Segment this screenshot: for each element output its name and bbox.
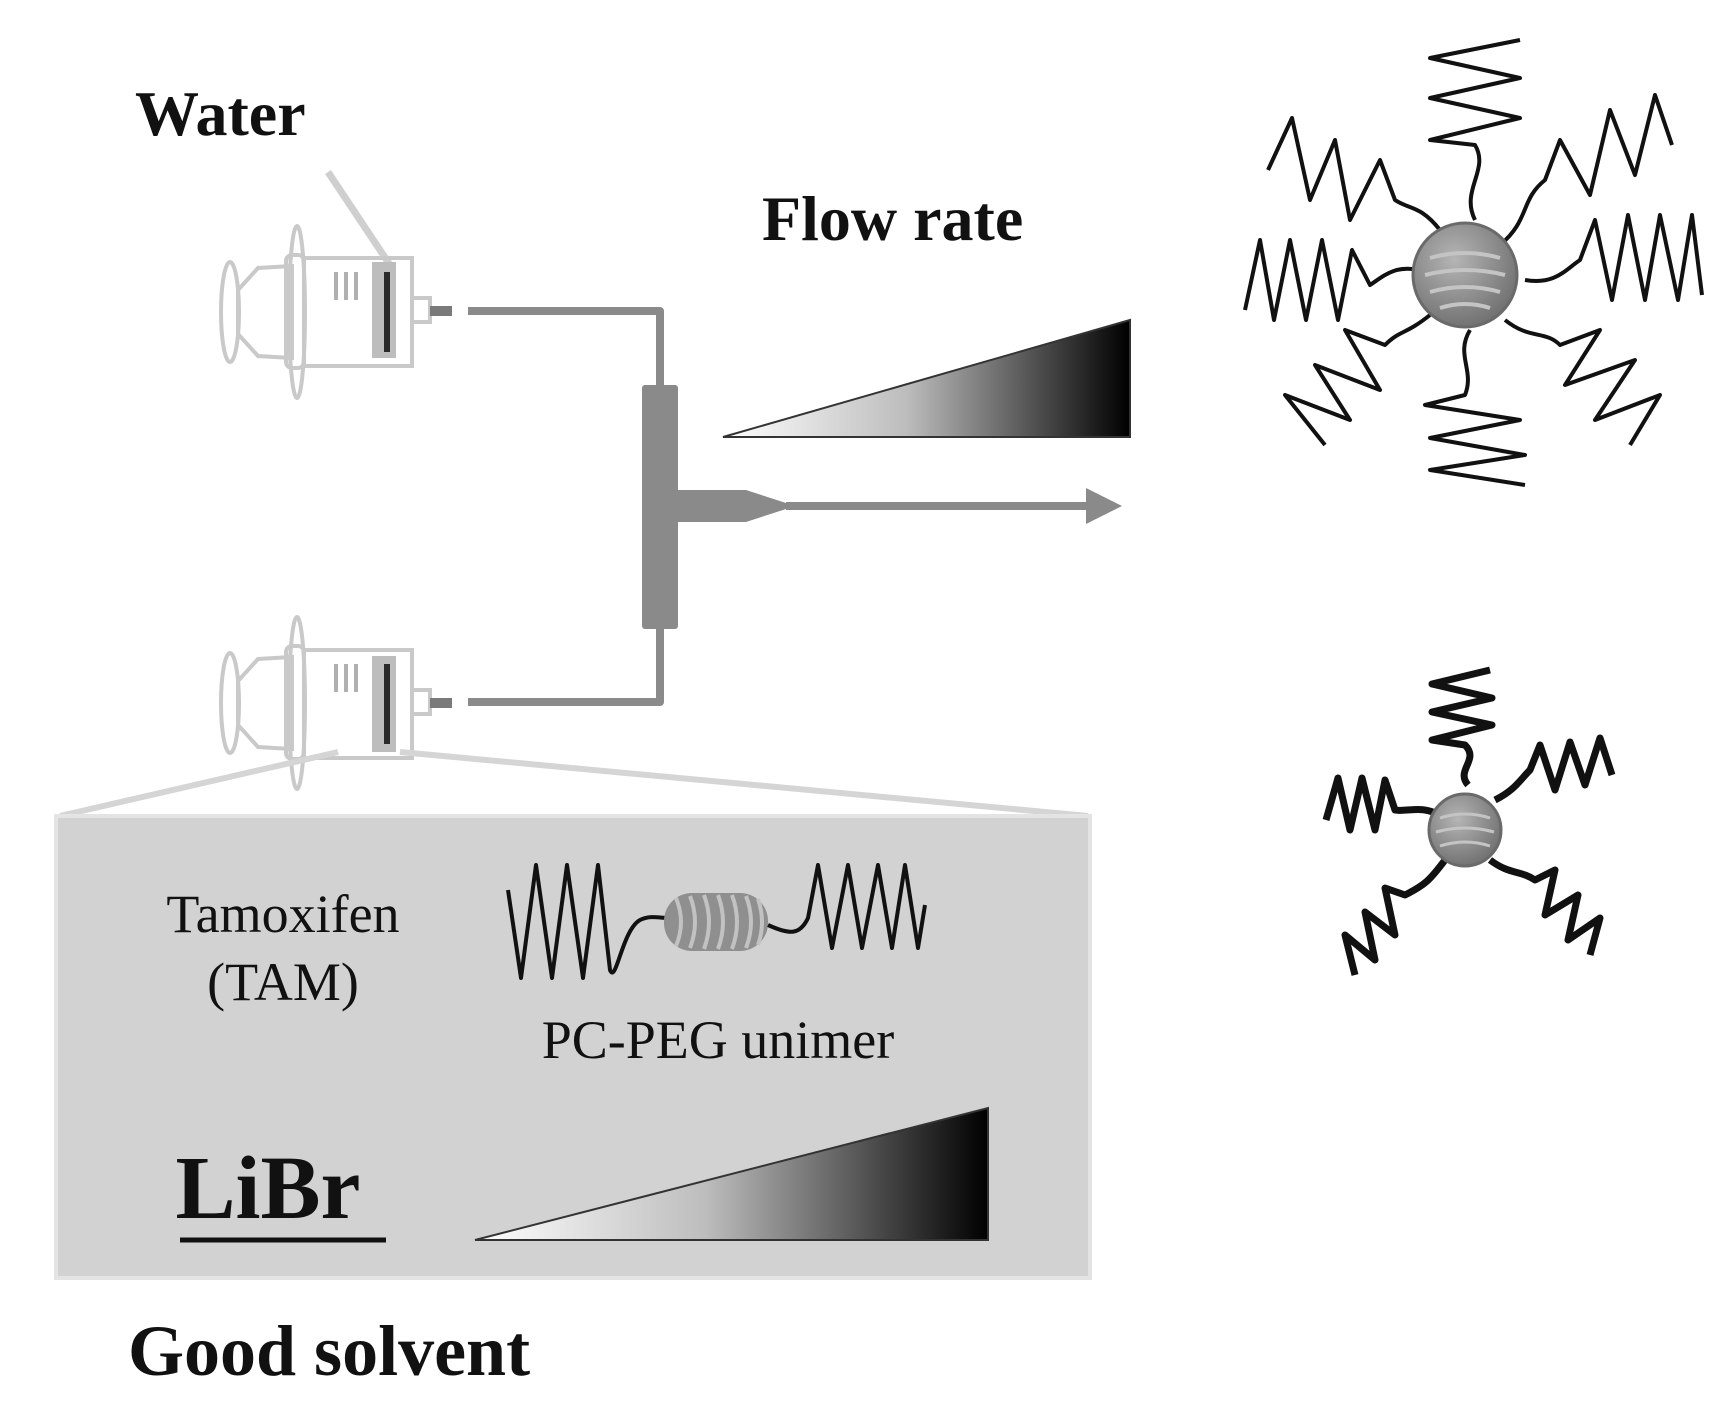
good-solvent-label: Good solvent — [128, 1311, 530, 1391]
micelle-small-icon — [1322, 666, 1616, 976]
water-pointer-line — [325, 170, 395, 270]
tamoxifen-label: Tamoxifen — [166, 884, 399, 944]
librs-label: LiBr — [175, 1139, 360, 1238]
unimer-label: PC-PEG unimer — [542, 1010, 895, 1070]
tam-abbrev-label: (TAM) — [207, 952, 359, 1012]
inset-pointer-left — [59, 749, 339, 819]
unimer-icon — [506, 863, 927, 980]
librs-concentration-wedge — [474, 1106, 989, 1241]
flow-rate-label: Flow rate — [762, 183, 1023, 254]
syringe-bottom-icon — [219, 615, 452, 791]
syringe-top-icon — [219, 224, 452, 400]
micelle-large-icon — [1243, 38, 1704, 487]
tubing — [468, 307, 664, 706]
water-label: Water — [135, 78, 306, 149]
t-mixer-icon — [642, 385, 1122, 629]
inset-pointer-right — [399, 749, 1089, 819]
flow-rate-wedge — [722, 318, 1131, 438]
